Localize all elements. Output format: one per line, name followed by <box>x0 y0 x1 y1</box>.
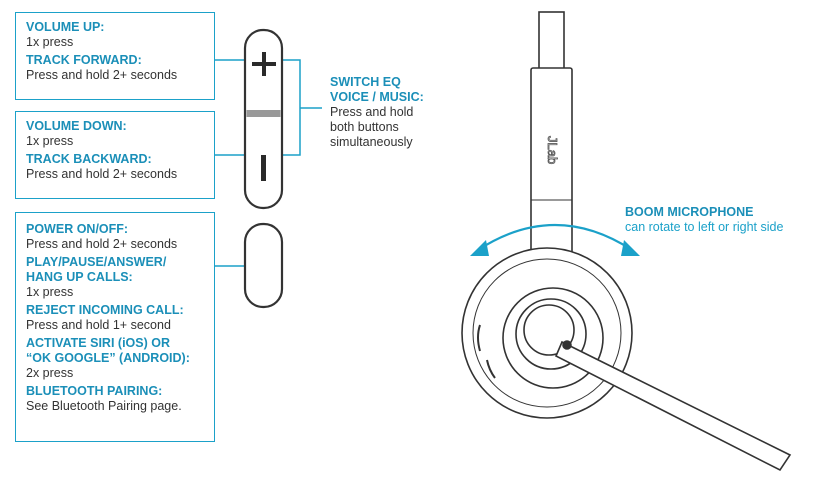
play-pause-desc: 1x press <box>26 285 74 299</box>
volume-up-info-box: VOLUME UP: 1x press TRACK FORWARD: Press… <box>15 12 215 100</box>
voice-assistant-item: ACTIVATE SIRI (iOS) OR “OK GOOGLE” (ANDR… <box>26 336 204 381</box>
minus-icon <box>261 155 266 181</box>
cup-side-button-1 <box>477 324 481 352</box>
reject-call-item: REJECT INCOMING CALL: Press and hold 1+ … <box>26 303 204 333</box>
volume-down-title: VOLUME DOWN: <box>26 119 127 133</box>
headband-logo: JLab <box>545 136 560 164</box>
switch-eq-title-line2: VOICE / MUSIC: <box>330 90 424 104</box>
volume-down-desc: 1x press <box>26 134 74 148</box>
rocker-divider <box>246 110 281 117</box>
switch-eq-caption: SWITCH EQ VOICE / MUSIC: Press and hold … <box>330 75 424 150</box>
track-forward-title: TRACK FORWARD: <box>26 53 142 67</box>
track-backward-item: TRACK BACKWARD: Press and hold 2+ second… <box>26 152 204 182</box>
mic-pivot-cap <box>523 304 575 356</box>
reject-call-desc: Press and hold 1+ second <box>26 318 171 332</box>
volume-down-info-box: VOLUME DOWN: 1x press TRACK BACKWARD: Pr… <box>15 111 215 199</box>
switch-eq-desc-line2: both buttons <box>330 120 399 134</box>
multifunction-button <box>243 222 284 309</box>
track-forward-item: TRACK FORWARD: Press and hold 2+ seconds <box>26 53 204 83</box>
power-title: POWER ON/OFF: <box>26 222 129 236</box>
volume-up-title: VOLUME UP: <box>26 20 105 34</box>
rotation-arrow-left-icon <box>470 240 489 256</box>
ear-cup-cushion <box>502 287 604 389</box>
switch-eq-bracket <box>283 59 301 156</box>
track-forward-desc: Press and hold 2+ seconds <box>26 68 178 82</box>
bluetooth-pairing-title: BLUETOOTH PAIRING: <box>26 384 163 398</box>
track-backward-desc: Press and hold 2+ seconds <box>26 167 178 181</box>
power-desc: Press and hold 2+ seconds <box>26 237 178 251</box>
boom-mic-caption: BOOM MICROPHONE can rotate to left or ri… <box>625 205 783 235</box>
play-pause-title-line2: HANG UP CALLS: <box>26 270 133 284</box>
voice-assistant-title-line2: “OK GOOGLE” (ANDROID): <box>26 351 190 365</box>
headset-illustration <box>461 11 792 472</box>
headband <box>530 67 573 279</box>
switch-eq-title-line1: SWITCH EQ <box>330 75 401 89</box>
switch-eq-desc-line1: Press and hold <box>330 105 414 119</box>
voice-assistant-title-line1: ACTIVATE SIRI (iOS) OR <box>26 336 170 350</box>
volume-rocker <box>243 28 284 210</box>
voice-assistant-desc: 2x press <box>26 366 74 380</box>
plus-icon <box>252 52 276 76</box>
power-item: POWER ON/OFF: Press and hold 2+ seconds <box>26 222 204 252</box>
mic-pivot-ring <box>515 298 587 370</box>
switch-eq-desc-line3: simultaneously <box>330 135 413 149</box>
ear-cup-outer <box>461 247 633 419</box>
volume-up-desc: 1x press <box>26 35 74 49</box>
play-pause-item: PLAY/PAUSE/ANSWER/ HANG UP CALLS: 1x pre… <box>26 255 204 300</box>
volume-up-item: VOLUME UP: 1x press <box>26 20 204 50</box>
bluetooth-pairing-item: BLUETOOTH PAIRING: See Bluetooth Pairing… <box>26 384 204 414</box>
connector-lines <box>215 59 322 267</box>
headband-top <box>538 11 565 73</box>
cup-side-button-2 <box>486 359 496 379</box>
boom-mic-title: BOOM MICROPHONE <box>625 205 754 219</box>
track-backward-title: TRACK BACKWARD: <box>26 152 152 166</box>
ear-cup-inner <box>472 258 622 408</box>
boom-mic-desc: can rotate to left or right side <box>625 220 784 234</box>
rotation-arc <box>477 223 633 251</box>
mic-pivot-dot <box>562 340 572 350</box>
boom-arm <box>554 340 792 472</box>
play-pause-title-line1: PLAY/PAUSE/ANSWER/ <box>26 255 167 269</box>
volume-down-item: VOLUME DOWN: 1x press <box>26 119 204 149</box>
bluetooth-pairing-desc: See Bluetooth Pairing page. <box>26 399 182 413</box>
multifunction-info-box: POWER ON/OFF: Press and hold 2+ seconds … <box>15 212 215 442</box>
reject-call-title: REJECT INCOMING CALL: <box>26 303 184 317</box>
rotation-arrow-right-icon <box>621 240 640 256</box>
